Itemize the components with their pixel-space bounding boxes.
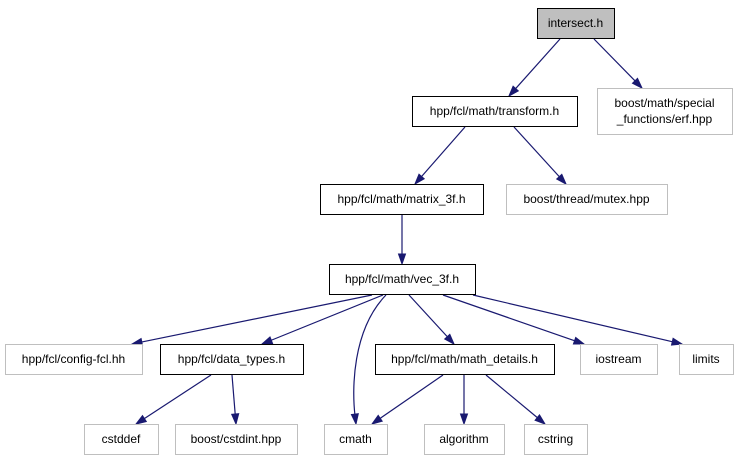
edge-mathdetails-to-cmath (370, 374, 444, 425)
node-label: cstddef (102, 432, 141, 446)
node-box (597, 88, 733, 135)
arrow-head-icon (260, 336, 274, 345)
arrow-head-icon (230, 413, 240, 426)
node-box (524, 424, 588, 455)
edge-line (420, 126, 466, 178)
node-label: cstring (538, 432, 573, 446)
node-mathdetails[interactable]: hpp/fcl/math/math_details.h (375, 344, 555, 375)
edge-transform-to-mutex (513, 126, 568, 186)
node-configfcl: hpp/fcl/config-fcl.hh (5, 344, 143, 375)
node-box (580, 344, 658, 375)
edge-line (379, 374, 444, 420)
edge-line (485, 374, 539, 419)
edge-line (514, 38, 561, 90)
arrow-head-icon (507, 85, 520, 98)
node-box (506, 184, 668, 215)
arrow-head-icon (670, 337, 684, 346)
edge-line (513, 126, 561, 178)
node-cstdint: boost/cstdint.hpp (175, 424, 298, 455)
node-box (679, 344, 734, 375)
node-box (375, 344, 555, 375)
node-cmath: cmath (324, 424, 388, 455)
edge-vec3f-to-mathdetails (408, 294, 456, 346)
edge-matrix3f-to-vec3f (397, 215, 407, 266)
node-box (320, 184, 484, 215)
node-label: hpp/fcl/math/math_details.h (391, 352, 538, 366)
node-label: boost/cstdint.hpp (191, 432, 282, 446)
edge-vec3f-to-configfcl (130, 294, 373, 346)
node-label: hpp/fcl/math/vec_3f.h (345, 272, 459, 286)
arrow-head-icon (631, 77, 644, 90)
node-intersect[interactable]: intersect.h (537, 8, 615, 39)
arrow-head-icon (534, 414, 547, 425)
node-label: boost/math/special (614, 96, 714, 110)
node-label: boost/thread/mutex.hpp (523, 192, 649, 206)
arrow-head-icon (413, 173, 426, 186)
arrow-head-icon (397, 253, 407, 266)
edge-datatypes-to-cstdint (230, 374, 240, 426)
node-vec3f[interactable]: hpp/fcl/math/vec_3f.h (329, 264, 476, 295)
edge-transform-to-matrix3f (413, 126, 466, 186)
edge-line (408, 294, 449, 338)
node-label: hpp/fcl/math/transform.h (430, 104, 559, 118)
edge-vec3f-to-datatypes (260, 294, 384, 345)
node-box (424, 424, 505, 455)
node-box (412, 96, 578, 127)
arrow-head-icon (555, 173, 568, 186)
nodes-layer: intersect.h hpp/fcl/math/transform.h boost… (5, 8, 734, 455)
node-box (537, 8, 615, 39)
node-iostream: iostream (580, 344, 658, 375)
node-label: hpp/fcl/config-fcl.hh (22, 352, 125, 366)
edge-vec3f-to-iostream (442, 294, 586, 345)
edge-line (593, 38, 637, 82)
node-label: hpp/fcl/data_types.h (178, 352, 285, 366)
node-label: iostream (595, 352, 641, 366)
node-box (175, 424, 298, 455)
node-label: algorithm (439, 432, 488, 446)
node-cstring: cstring (524, 424, 588, 455)
edge-mathdetails-to-cstring (485, 374, 547, 425)
edge-line (442, 294, 576, 342)
arrow-head-icon (370, 414, 384, 425)
node-label: _functions/erf.hpp (616, 112, 713, 126)
arrow-head-icon (459, 413, 469, 426)
node-label: limits (692, 352, 719, 366)
edge-mathdetails-to-algorithm (459, 375, 469, 426)
node-erf: boost/math/special _functions/erf.hpp (597, 88, 733, 135)
arrow-head-icon (350, 413, 359, 426)
edges-layer (130, 38, 684, 426)
edge-line (143, 374, 212, 420)
node-limits: limits (679, 344, 734, 375)
edge-line (231, 374, 236, 416)
node-matrix3f[interactable]: hpp/fcl/math/matrix_3f.h (320, 184, 484, 215)
node-cstddef: cstddef (84, 424, 159, 455)
node-mutex: boost/thread/mutex.hpp (506, 184, 668, 215)
edge-line (472, 294, 674, 343)
edge-intersect-to-transform (507, 38, 561, 98)
node-label: hpp/fcl/math/matrix_3f.h (337, 192, 465, 206)
node-box (5, 344, 143, 375)
edge-line (353, 294, 387, 416)
arrow-head-icon (443, 333, 456, 346)
edge-datatypes-to-cstddef (134, 374, 212, 425)
node-box (329, 264, 476, 295)
edge-intersect-to-erf (593, 38, 644, 90)
edge-vec3f-to-cmath (350, 294, 387, 426)
arrow-head-icon (134, 414, 148, 425)
node-label: intersect.h (548, 16, 603, 30)
node-transform[interactable]: hpp/fcl/math/transform.h (412, 96, 578, 127)
arrow-head-icon (572, 336, 586, 345)
node-box (160, 344, 304, 375)
node-label: cmath (339, 432, 372, 446)
node-algorithm: algorithm (424, 424, 505, 455)
node-box (324, 424, 388, 455)
node-datatypes[interactable]: hpp/fcl/data_types.h (160, 344, 304, 375)
node-box (84, 424, 159, 455)
edge-line (270, 294, 384, 342)
edge-line (140, 294, 373, 343)
edge-vec3f-to-limits (472, 294, 684, 346)
